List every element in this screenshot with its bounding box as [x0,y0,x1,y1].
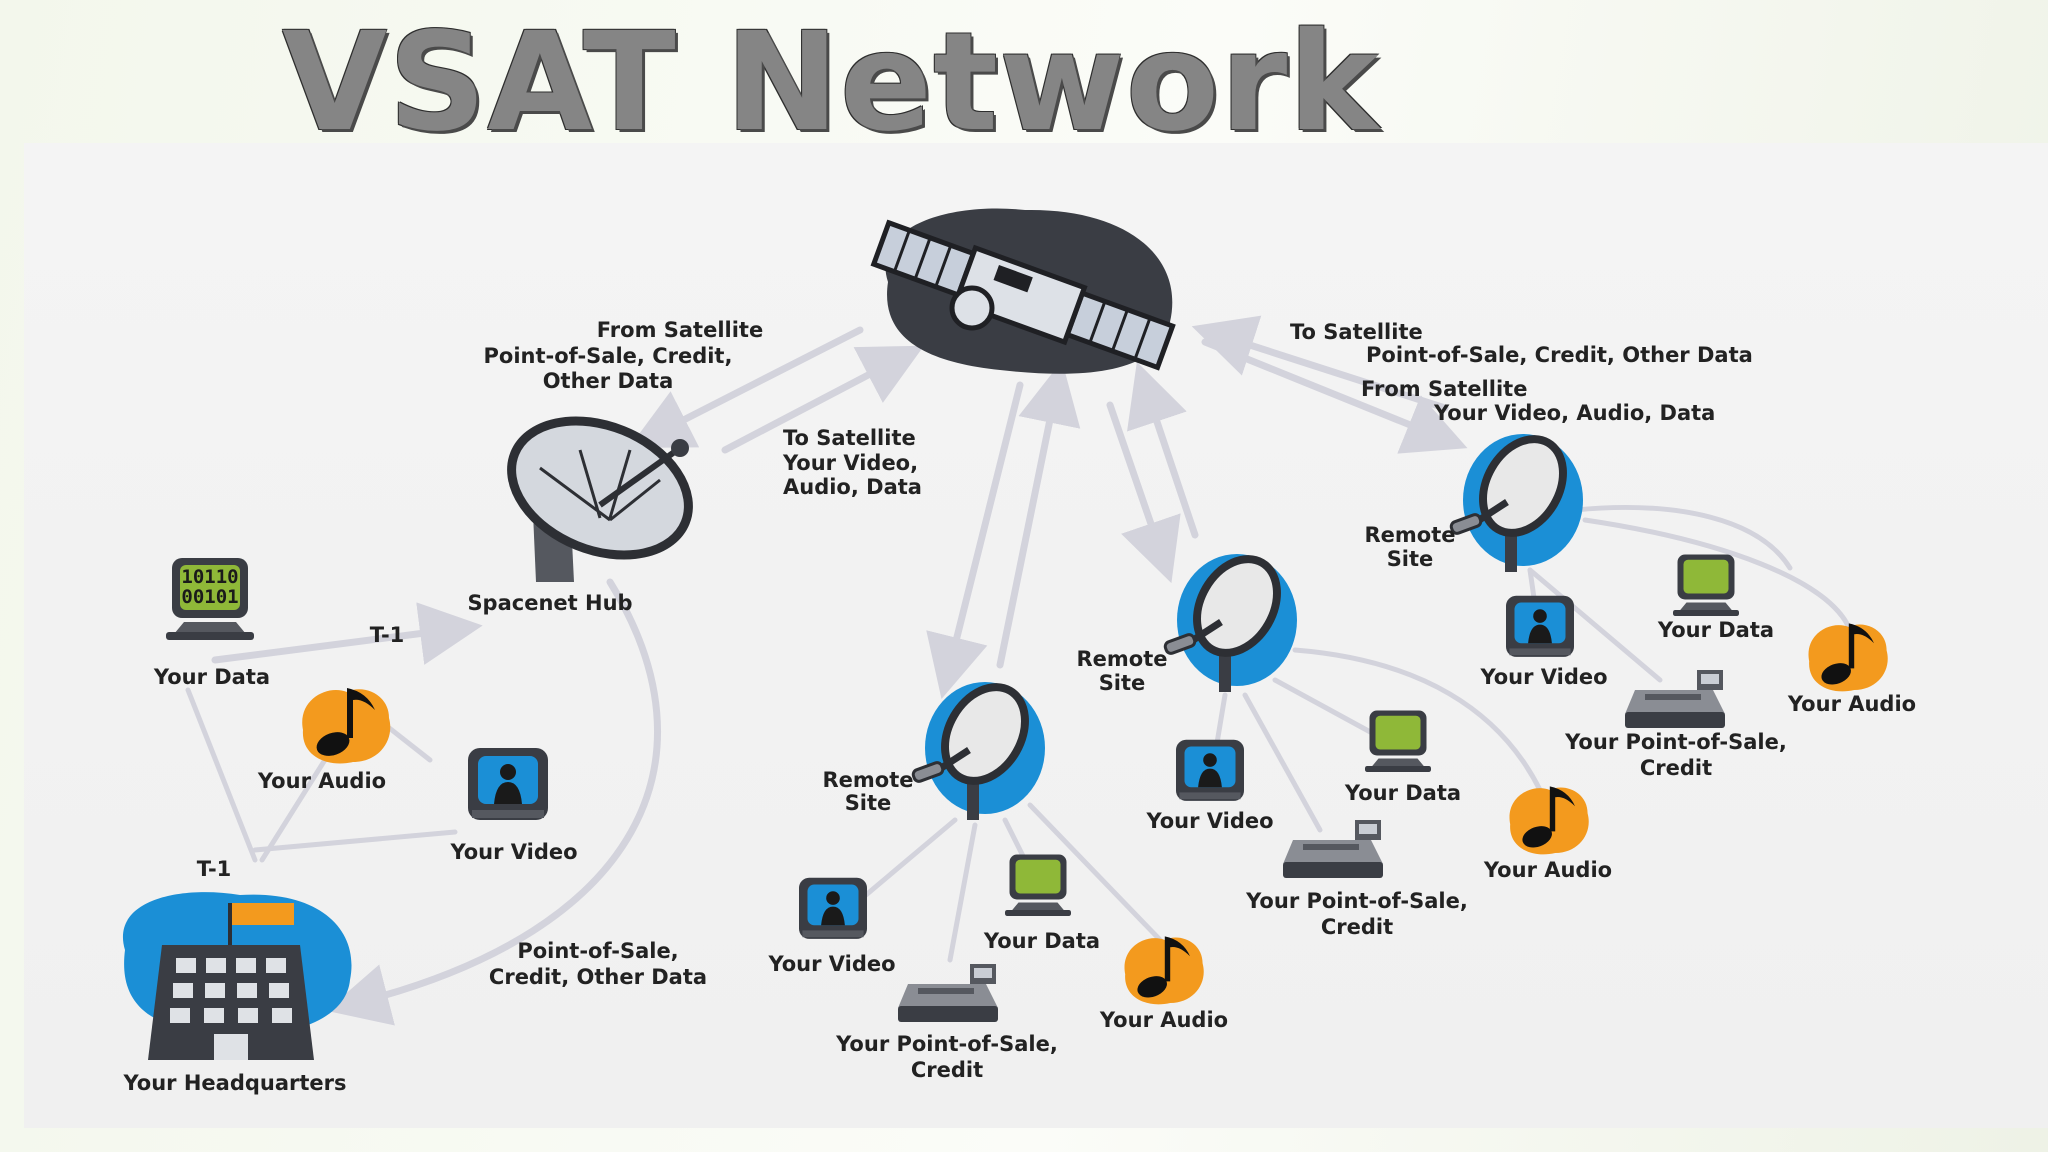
svg-text:10110: 10110 [181,566,238,588]
remote-dish-icon-3 [1450,425,1583,572]
music-note-icon [1509,786,1589,855]
pos-label: Your Point-of-Sale, [835,1032,1058,1056]
hub-downlink-label: Other Data [543,369,674,393]
music-note-icon [1808,623,1888,692]
hub-downlink-label: Point-of-Sale, Credit, [484,344,733,368]
remote-downlink-label: From Satellite [1361,377,1527,401]
tv-icon [1176,739,1244,801]
remote-downlink-label: Your Video, Audio, Data [1433,401,1715,425]
remote-site-label: Remote [822,768,913,792]
your-video-label: Your Video [1479,665,1607,689]
tv-icon [1506,595,1574,657]
your-audio-label: Your Audio [257,769,386,793]
computer-icon [1673,554,1739,616]
remote-site-label: Remote [1364,523,1455,547]
diagram-labels: From Satellite Point-of-Sale, Credit, Ot… [123,318,1917,1095]
pos-register-icon [1625,670,1725,728]
remote-dish-icon-1 [912,673,1045,820]
music-note-icon [302,688,391,764]
tv-icon [468,748,548,820]
your-audio-label: Your Audio [1787,692,1916,716]
hub-uplink-label: To Satellite [783,426,916,450]
pos-label: Credit [1321,915,1393,939]
your-video-label: Your Video [1145,809,1273,833]
hq-link-label: Credit, Other Data [489,965,707,989]
computer-icon: 10110 00101 [166,558,254,640]
hub-dish-icon [507,416,693,582]
your-audio-label: Your Audio [1099,1008,1228,1032]
headquarters-building-icon [122,892,352,1060]
hub-uplink-label: Your Video, [782,451,918,475]
your-video-label: Your Video [767,952,895,976]
your-data-label: Your Data [1344,781,1461,805]
hq-link-label: Point-of-Sale, [517,939,678,963]
pos-label: Credit [1640,756,1712,780]
hub-label: Spacenet Hub [467,591,632,615]
pos-register-icon [898,964,998,1022]
remote-uplink-label: To Satellite [1290,320,1423,344]
svg-text:00101: 00101 [181,586,238,608]
tv-icon [799,877,867,939]
your-data-label: Your Data [153,665,270,689]
remote-site-label: Remote [1076,647,1167,671]
remote-site-label: Site [1099,671,1146,695]
page-title: VSAT Network [282,4,1380,162]
remote-site-label: Site [1387,547,1434,571]
your-data-label: Your Data [983,929,1100,953]
remote-uplink-label: Point-of-Sale, Credit, Other Data [1366,343,1753,367]
hub-downlink-label: From Satellite [597,318,763,342]
pos-label: Your Point-of-Sale, [1564,730,1787,754]
your-video-label: Your Video [449,840,577,864]
your-audio-label: Your Audio [1483,858,1612,882]
headquarters-label: Your Headquarters [123,1071,347,1095]
remote-dish-icon-2 [1164,545,1297,692]
satellite-icon [870,208,1176,374]
hub-uplink-label: Audio, Data [783,475,922,499]
computer-icon [1365,710,1431,772]
your-data-label: Your Data [1657,618,1774,642]
pos-label: Your Point-of-Sale, [1245,889,1468,913]
t1-label: T-1 [370,623,405,647]
computer-icon [1005,854,1071,916]
remote-site-label: Site [845,791,892,815]
link-arrows [211,315,1468,1026]
pos-label: Credit [911,1058,983,1082]
music-note-icon [1124,936,1204,1005]
t1-label: T-1 [197,857,232,881]
pos-register-icon [1283,820,1383,878]
